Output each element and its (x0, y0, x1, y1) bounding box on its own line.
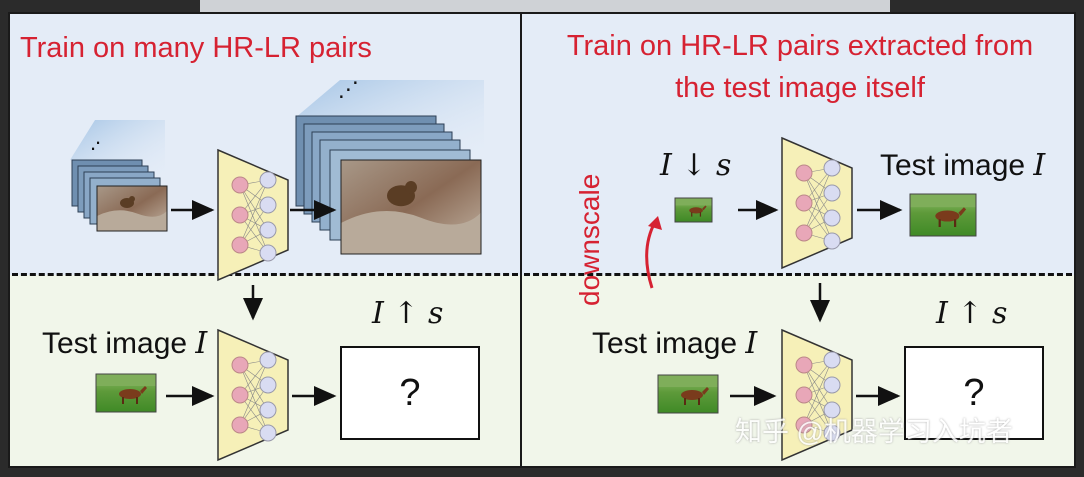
lr-image-stack (71, 159, 168, 232)
right-title-line2: the test image itself (675, 72, 925, 104)
left-test-label-text: Test image (42, 327, 188, 360)
top-strip (200, 0, 890, 12)
right-test-thumb (658, 375, 718, 413)
train-target-thumb (910, 194, 976, 236)
svg-text:.: . (345, 70, 352, 97)
left-output-placeholder: ? (399, 371, 421, 414)
left-output-box: ? (340, 346, 480, 440)
left-title: Train on many HR-LR pairs (20, 32, 372, 64)
right-test-label-text: Test image (592, 327, 738, 360)
right-output-box: ? (904, 346, 1044, 440)
left-dashed-separator (12, 273, 518, 276)
right-title-line1: Train on HR-LR pairs extracted from (566, 30, 1034, 62)
svg-text:.: . (95, 124, 101, 149)
right-output-placeholder: ? (963, 371, 985, 414)
svg-text:.: . (338, 77, 345, 104)
left-test-label: Test image I (42, 326, 207, 361)
downscaled-thumb (675, 198, 713, 222)
watermark: 知乎 @机器学习入坑者 (735, 417, 1013, 447)
svg-text:.: . (90, 130, 96, 155)
right-dashed-separator (524, 273, 1072, 276)
hr-image-stack (295, 115, 482, 255)
train-target-label-text: Test image (880, 149, 1026, 182)
left-test-label-symbol: I (195, 326, 208, 361)
downscale-label: downscale (574, 173, 605, 306)
svg-text:.: . (352, 63, 359, 90)
right-test-label: Test image I (592, 326, 757, 361)
train-target-label: Test image I (880, 148, 1045, 183)
panel-divider (520, 12, 522, 466)
right-test-label-symbol: I (745, 326, 758, 361)
downscale-arrow (645, 221, 657, 289)
left-output-label: I ↑ s (372, 296, 444, 331)
train-target-label-symbol: I (1033, 148, 1046, 183)
left-test-network (217, 329, 289, 461)
left-test-thumb (96, 374, 156, 412)
right-train-network (781, 137, 853, 269)
left-train-network (217, 149, 289, 281)
right-output-label: I ↑ s (936, 296, 1008, 331)
downscaled-label: I ↓ s (660, 148, 732, 183)
